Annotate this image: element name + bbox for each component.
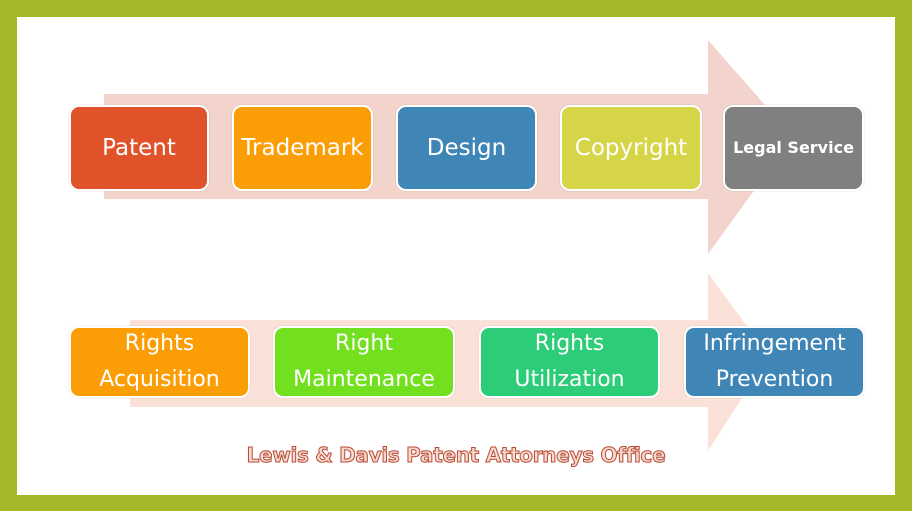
rights-utilization-box: Rights Utilization xyxy=(479,326,660,398)
legal-service-box: Legal Service xyxy=(723,105,864,191)
infringement-prevention-line2: Prevention xyxy=(715,367,834,392)
rights-utilization-line2: Utilization xyxy=(514,367,625,392)
design-box: Design xyxy=(396,105,537,191)
rights-acquisition-box: Rights Acquisition xyxy=(69,326,250,398)
rights-acquisition-line2: Acquisition xyxy=(99,367,220,392)
infringement-prevention-box: Infringement Prevention xyxy=(684,326,865,398)
trademark-box: Trademark xyxy=(232,105,373,191)
diagram-canvas: Patent Trademark Design Copyright Legal … xyxy=(17,17,895,495)
legal-service-label: Legal Service xyxy=(733,138,854,157)
right-maintenance-line2: Maintenance xyxy=(293,367,435,392)
right-maintenance-box: Right Maintenance xyxy=(273,326,455,398)
design-label: Design xyxy=(426,135,507,161)
copyright-label: Copyright xyxy=(574,135,688,161)
rights-acquisition-line1: Rights xyxy=(124,331,195,356)
copyright-box: Copyright xyxy=(560,105,702,191)
rights-utilization-line1: Rights xyxy=(534,331,605,356)
office-name-footer: Lewis & Davis Patent Attorneys Office xyxy=(246,443,666,468)
right-maintenance-line1: Right xyxy=(335,331,393,356)
arrows-layer xyxy=(104,40,793,451)
patent-label: Patent xyxy=(102,135,176,161)
trademark-label: Trademark xyxy=(241,135,364,161)
infringement-prevention-line1: Infringement xyxy=(703,331,846,356)
patent-box: Patent xyxy=(69,105,209,191)
